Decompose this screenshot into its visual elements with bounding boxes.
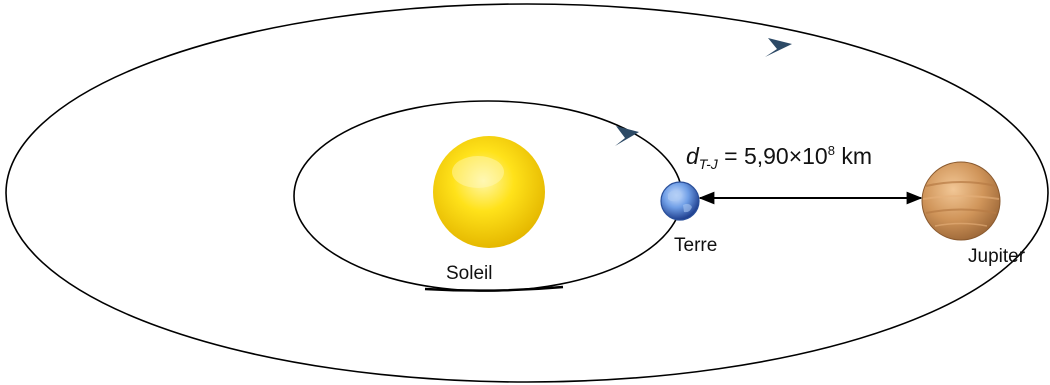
distance-exponent: 8 [828,143,835,158]
distance-subscript: T-J [699,156,719,172]
jupiter-icon [921,161,1001,241]
jupiter-orbit [5,3,1049,383]
earth-icon [660,181,700,221]
distance-symbol: d [686,143,700,169]
distance-label: dT-J = 5,90×108 km [686,143,872,172]
earth-label: Terre [674,235,717,256]
distance-unit: km [835,143,872,169]
sun-icon [433,136,545,248]
distance-value: = 5,90×10 [718,143,828,169]
jupiter-label: Jupiter [968,246,1026,267]
earth-orbit-arrowhead [615,126,639,146]
sun-label: Soleil [446,263,492,284]
jupiter-orbit-arrowhead [765,38,792,57]
earth-orbit-bottom-segment [424,285,564,292]
